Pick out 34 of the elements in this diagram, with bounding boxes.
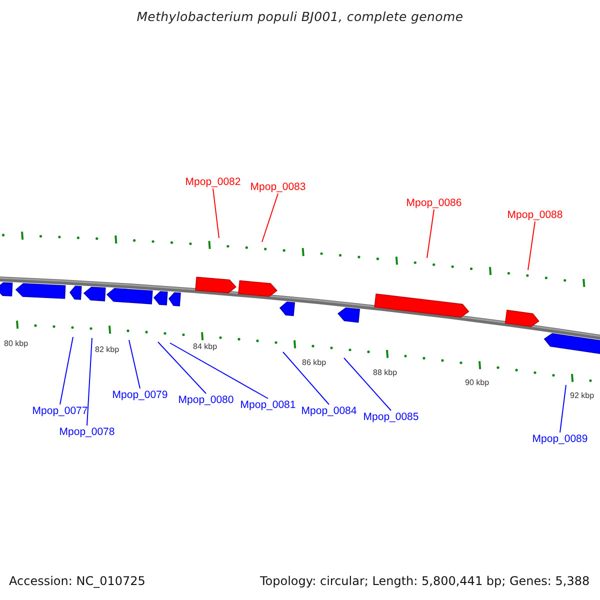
position-label: 82 kbp — [95, 345, 120, 355]
gene-label: Mpop_0081 — [240, 398, 296, 412]
gene-label: Mpop_0084 — [301, 404, 357, 418]
leader-line — [60, 336, 74, 405]
gene-label: Mpop_0088 — [507, 208, 563, 222]
leader-line — [344, 358, 392, 411]
gene-label: Mpop_0086 — [406, 196, 462, 210]
position-label: 80 kbp — [4, 339, 28, 349]
gene-label: Mpop_0080 — [178, 394, 234, 406]
leader-line — [528, 221, 536, 270]
gene-label: Mpop_0079 — [112, 388, 168, 402]
leader-line — [212, 188, 220, 238]
leader-line — [170, 342, 268, 399]
gene-label: Mpop_0083 — [250, 180, 306, 194]
position-label: 92 kbp — [570, 391, 594, 401]
leader-line — [86, 338, 92, 426]
leader-line — [282, 352, 330, 405]
gene-label: Mpop_0085 — [363, 410, 419, 424]
title: Methylobacterium populi BJ001, complete genome — [136, 9, 464, 24]
footer-text: Topology: circular; Length: 5,800,441 bp; Genes: 5,388 — [260, 574, 590, 588]
footer-text: Accession: NC_010725 — [9, 574, 146, 588]
position-label: 84 kbp — [193, 342, 218, 352]
leader-line — [560, 384, 566, 433]
leader-line — [158, 342, 206, 394]
leader-line — [426, 209, 434, 258]
position-label: 90 kbp — [465, 378, 490, 388]
leader-line — [128, 340, 140, 389]
leader-line — [262, 193, 278, 242]
gene-label: Mpop_0082 — [185, 176, 241, 188]
position-label: 86 kbp — [302, 358, 326, 368]
gene-label: Mpop_0077 — [32, 404, 88, 418]
position-label: 88 kbp — [373, 368, 398, 378]
gene-label: Mpop_0078 — [59, 426, 115, 438]
gene-label: Mpop_0089 — [532, 432, 588, 446]
